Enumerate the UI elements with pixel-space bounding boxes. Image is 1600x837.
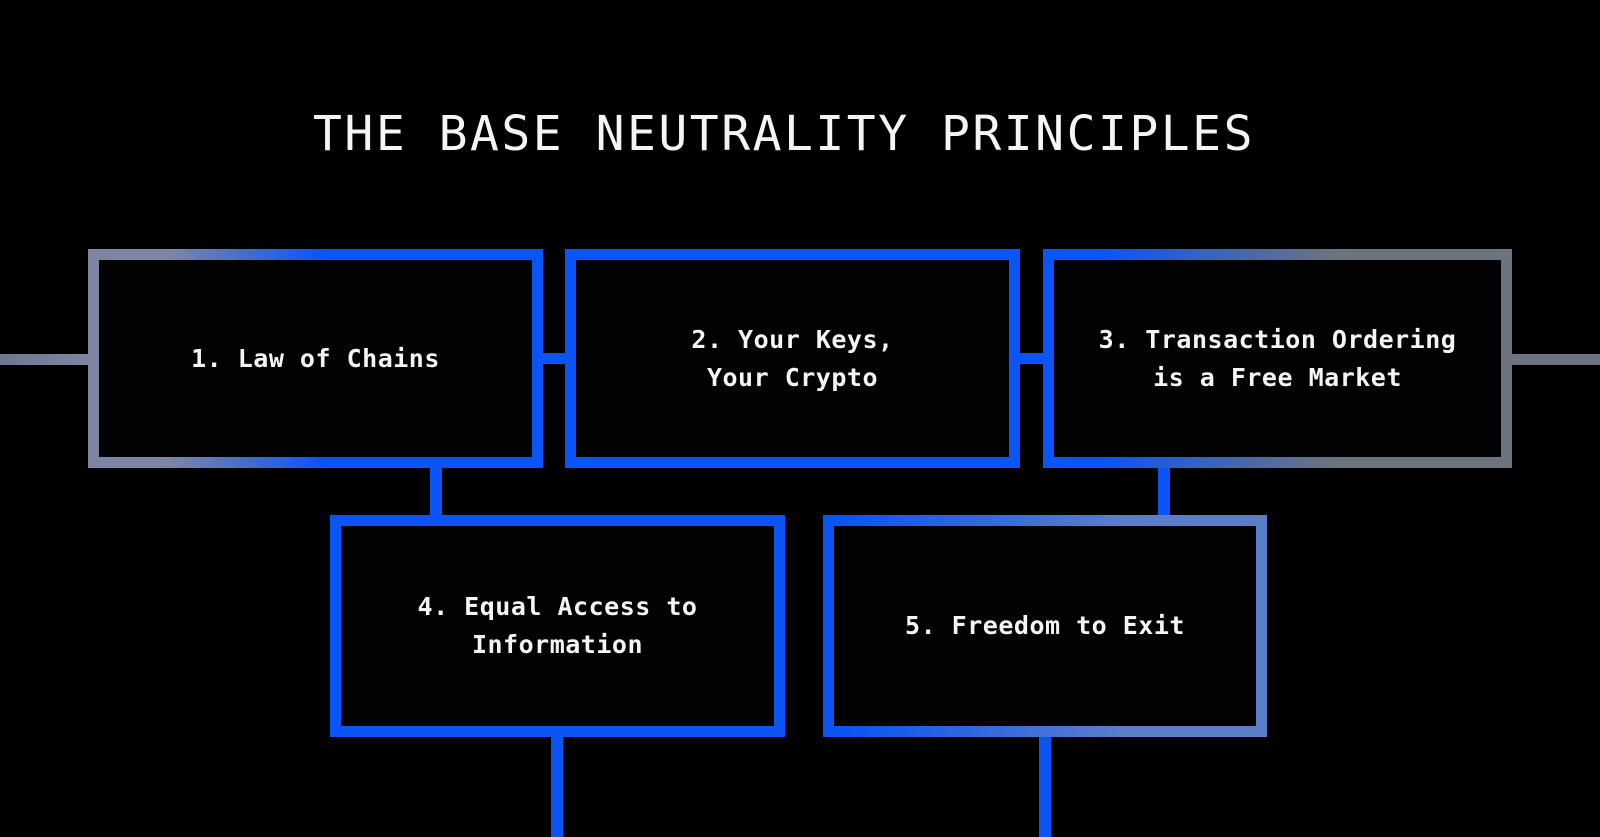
principle-box-4: 4. Equal Access to Information: [330, 515, 785, 737]
principle-box-3-fill: 3. Transaction Ordering is a Free Market: [1054, 260, 1501, 457]
principle-box-2: 2. Your Keys, Your Crypto: [565, 249, 1020, 468]
principle-box-1-fill: 1. Law of Chains: [99, 260, 532, 457]
principle-box-4-fill: 4. Equal Access to Information: [341, 526, 774, 726]
principle-box-5-fill: 5. Freedom to Exit: [834, 526, 1256, 726]
principle-4-label: 4. Equal Access to Information: [417, 592, 698, 659]
connector-box1-to-box2: [535, 353, 575, 364]
connector-left-edge-to-box1: [0, 354, 95, 365]
principle-box-3: 3. Transaction Ordering is a Free Market: [1043, 249, 1512, 468]
diagram-title: THE BASE NEUTRALITY PRINCIPLES: [313, 106, 1255, 162]
principle-box-5: 5. Freedom to Exit: [823, 515, 1267, 737]
connector-box2-to-box3: [1012, 353, 1052, 364]
connector-box5-downward: [1039, 731, 1051, 837]
principle-2-label: 2. Your Keys, Your Crypto: [691, 324, 894, 392]
principle-box-2-fill: 2. Your Keys, Your Crypto: [576, 260, 1009, 457]
connector-box4-downward: [551, 731, 563, 837]
principle-3-label: 3. Transaction Ordering is a Free Market: [1098, 324, 1457, 392]
connector-box1-to-box4: [430, 462, 442, 522]
principle-1-label: 1. Law of Chains: [191, 343, 440, 373]
principle-box-1: 1. Law of Chains: [88, 249, 543, 468]
principle-5-label: 5. Freedom to Exit: [905, 611, 1185, 640]
connector-box3-to-box5: [1158, 462, 1170, 522]
connector-box3-to-right-edge: [1505, 354, 1600, 365]
